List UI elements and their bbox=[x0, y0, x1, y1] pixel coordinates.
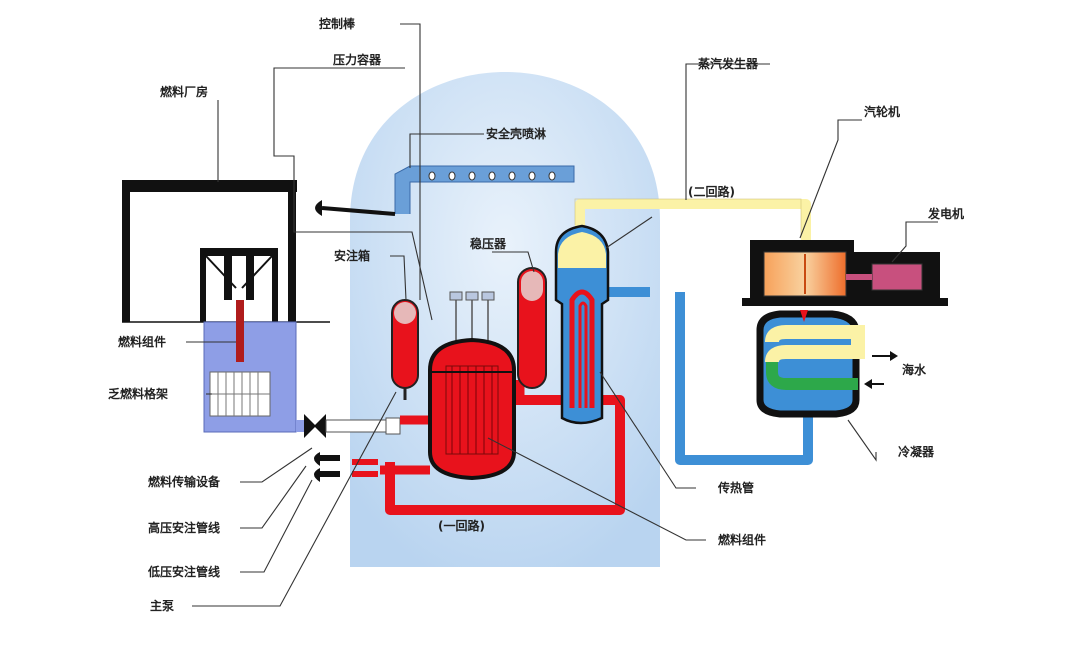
turbine-hall bbox=[742, 240, 948, 306]
reactor-pressure-vessel bbox=[428, 337, 516, 481]
label-spent-fuel-rack: 乏燃料格架 bbox=[108, 386, 168, 401]
label-lp-injection: 低压安注管线 bbox=[147, 564, 220, 579]
fuel-assembly-in-pool bbox=[236, 300, 244, 362]
hp-injection-nozzle bbox=[314, 452, 340, 466]
heat-transfer-tubes bbox=[569, 289, 595, 408]
label-primary-loop: (一回路) bbox=[438, 518, 485, 533]
pressurizer-tank bbox=[517, 267, 547, 389]
steam-generator bbox=[554, 224, 610, 425]
label-containment-spray: 安全壳喷淋 bbox=[486, 126, 546, 141]
label-accumulator: 安注箱 bbox=[334, 248, 370, 263]
accumulator-tank bbox=[391, 299, 419, 400]
label-seawater: 海水 bbox=[902, 362, 927, 377]
label-turbine: 汽轮机 bbox=[864, 104, 900, 119]
spent-fuel-rack bbox=[209, 371, 271, 417]
label-steam-generator: 蒸汽发生器 bbox=[698, 56, 759, 71]
label-condenser: 冷凝器 bbox=[898, 444, 935, 459]
label-pressurizer: 稳压器 bbox=[470, 236, 507, 251]
label-fuel-building: 燃料厂房 bbox=[160, 84, 208, 99]
containment-building bbox=[350, 72, 660, 567]
label-generator: 发电机 bbox=[927, 206, 964, 221]
label-main-pump: 主泵 bbox=[150, 598, 174, 613]
label-fuel-assembly-core: 燃料组件 bbox=[718, 532, 766, 547]
label-heat-tube: 传热管 bbox=[717, 480, 754, 495]
label-control-rod: 控制棒 bbox=[319, 16, 356, 31]
label-hp-injection: 高压安注管线 bbox=[148, 520, 220, 535]
condenser bbox=[756, 310, 865, 418]
lp-injection-nozzle bbox=[314, 468, 340, 482]
containment-spray-header bbox=[315, 165, 575, 216]
fuel-transfer-tube bbox=[296, 414, 401, 438]
label-fuel-assembly-pool: 燃料组件 bbox=[118, 334, 166, 349]
label-fuel-transfer: 燃料传输设备 bbox=[148, 474, 221, 489]
seawater-arrows bbox=[864, 351, 898, 389]
leader-lines bbox=[186, 23, 938, 607]
label-pressure-vessel: 压力容器 bbox=[333, 52, 382, 67]
label-secondary-loop: (二回路) bbox=[688, 184, 735, 199]
fuel-building bbox=[122, 180, 330, 323]
